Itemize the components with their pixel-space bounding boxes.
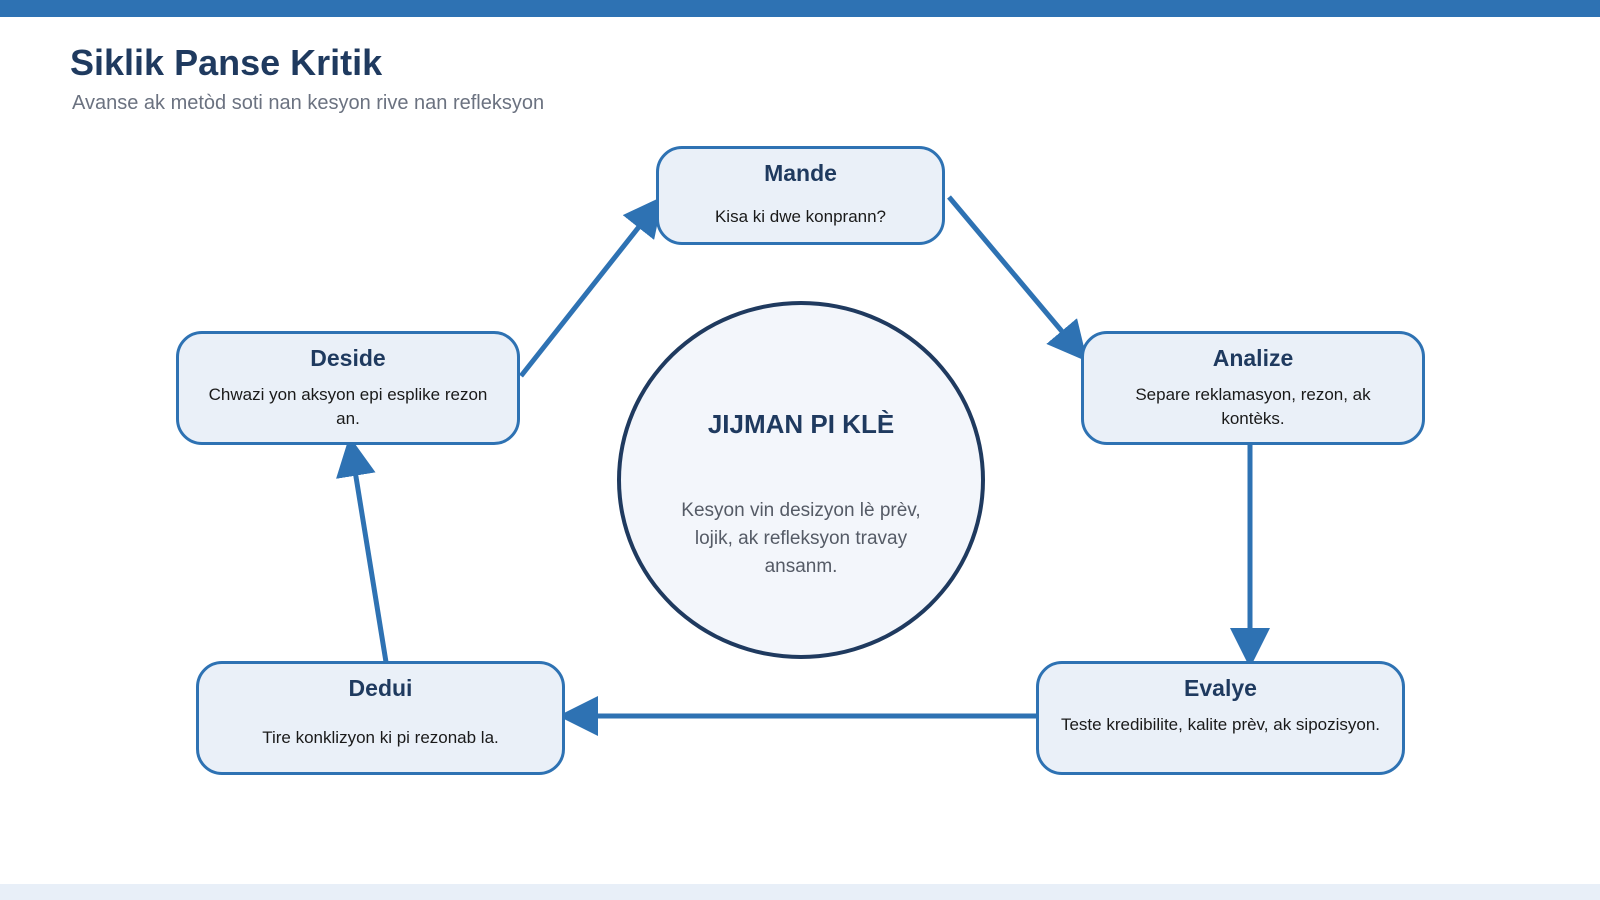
step-title: Deside xyxy=(310,345,386,371)
step-node-mande: Mande Kisa ki dwe konprann? xyxy=(656,146,945,245)
top-accent-bar xyxy=(0,0,1600,17)
step-description: Tire konklizyon ki pi rezonab la. xyxy=(262,728,499,747)
step-title: Dedui xyxy=(348,675,413,701)
step-title: Analize xyxy=(1212,345,1294,371)
step-title: Mande xyxy=(764,160,837,186)
arrow-dedui-to-deside xyxy=(336,436,389,663)
page-title: Siklik Panse Kritik xyxy=(70,42,383,83)
step-title: Evalye xyxy=(1184,675,1257,701)
arrow-deside-to-mande xyxy=(519,196,664,378)
step-description: Teste kredibilite, kalite prèv, ak sipoz… xyxy=(1060,715,1381,734)
step-description: Kisa ki dwe konprann? xyxy=(714,207,887,226)
center-circle: JIJMAN PI KLÈ Kesyon vin desizyon lè prè… xyxy=(617,301,985,659)
center-title: JIJMAN PI KLÈ xyxy=(707,409,895,439)
bottom-band xyxy=(0,884,1600,900)
step-node-deside: Deside Chwazi yon aksyon epi esplike rez… xyxy=(176,331,520,445)
page-subtitle: Avanse ak metòd soti nan kesyon rive nan… xyxy=(72,92,545,114)
step-node-analize: Analize Separe reklamasyon, rezon, ak ko… xyxy=(1081,331,1425,445)
step-description: Separe reklamasyon, rezon, ak kontèks. xyxy=(1135,385,1371,428)
step-node-dedui: Dedui Tire konklizyon ki pi rezonab la. xyxy=(196,661,565,775)
arrow-mande-to-analize xyxy=(947,195,1088,362)
center-description: Kesyon vin desizyon lè prèv, lojik, ak r… xyxy=(681,500,921,577)
step-node-evalye: Evalye Teste kredibilite, kalite prèv, a… xyxy=(1036,661,1405,775)
step-description: Chwazi yon aksyon epi esplike rezon an. xyxy=(208,385,488,428)
